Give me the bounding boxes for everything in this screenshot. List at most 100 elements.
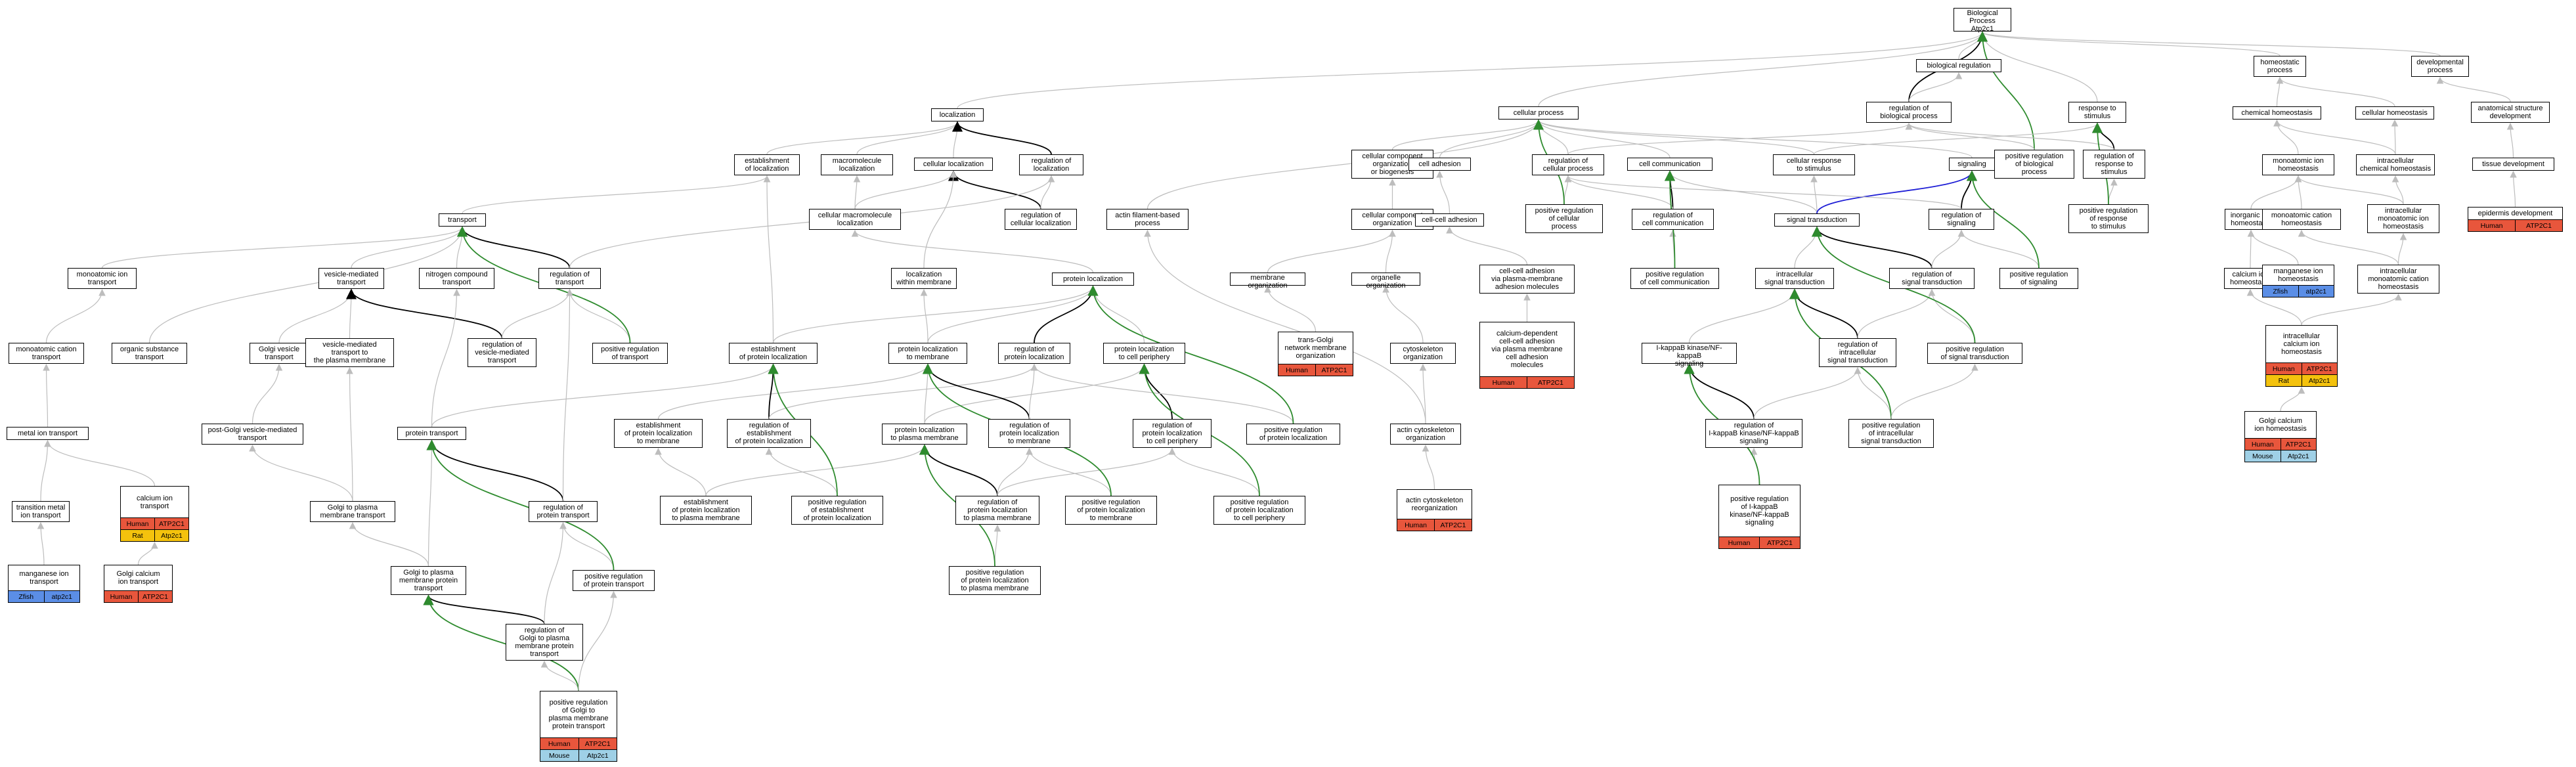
go-term-ccadhpm[interactable]: cell-cell adhesion via plasma-membrane a…: [1479, 265, 1575, 294]
go-term-golgipmprot[interactable]: Golgi to plasma membrane protein transpo…: [391, 566, 466, 595]
go-term-vesic[interactable]: vesicle-mediated transport: [318, 268, 384, 289]
go-term-tgn[interactable]: trans-Golgi network membrane organizatio…: [1278, 332, 1353, 376]
go-term-actinproc[interactable]: actin filament-based process: [1106, 209, 1189, 230]
go-term-reggolgipm[interactable]: regulation of Golgi to plasma membrane p…: [506, 624, 583, 661]
go-term-cellp[interactable]: cellular process: [1498, 106, 1579, 120]
go-term-protloc[interactable]: protein localization: [1052, 273, 1134, 286]
go-term-ikk[interactable]: I-kappaB kinase/NF-kappaB signaling: [1642, 343, 1737, 368]
go-term-cadhpm[interactable]: calcium-dependent cell-cell adhesion via…: [1479, 322, 1575, 389]
go-term-regestprot[interactable]: regulation of establishment of protein l…: [727, 419, 811, 448]
go-term-devp[interactable]: developmental process: [2411, 56, 2469, 77]
go-term-monoionh[interactable]: monoatomic ion homeostasis: [2262, 154, 2334, 175]
go-term-regikk[interactable]: regulation of I-kappaB kinase/NF-kappaB …: [1705, 419, 1802, 448]
go-term-posregcc[interactable]: positive regulation of cell communicatio…: [1630, 268, 1719, 289]
go-term-estprot[interactable]: establishment of protein localization: [729, 343, 818, 364]
go-term-posregintra[interactable]: positive regulation of intracellular sig…: [1848, 419, 1934, 448]
go-term-regprottr[interactable]: regulation of protein transport: [529, 501, 598, 522]
go-term-posregst[interactable]: positive regulation of signal transducti…: [1927, 343, 2022, 364]
go-term-memorg[interactable]: membrane organization: [1230, 273, 1305, 290]
go-term-posregprottr[interactable]: positive regulation of protein transport: [573, 570, 655, 591]
go-term-orgorg[interactable]: organelle organization: [1351, 273, 1420, 290]
go-term-posreggolgipm[interactable]: positive regulation of Golgi to plasma m…: [540, 691, 617, 762]
go-term-regcellloc[interactable]: regulation of cellular localization: [1005, 209, 1077, 230]
go-term-regloc[interactable]: regulation of localization: [1019, 154, 1083, 175]
go-term-chemh[interactable]: chemical homeostasis: [2233, 106, 2321, 120]
go-term-regbp[interactable]: regulation of biological process: [1866, 102, 1952, 123]
go-term-regresp[interactable]: regulation of response to stimulus: [2083, 150, 2145, 179]
go-term-cellresp[interactable]: cellular response to stimulus: [1773, 154, 1855, 175]
go-term-posregprot[interactable]: positive regulation of protein localizat…: [1246, 424, 1340, 445]
go-term-cellh[interactable]: cellular homeostasis: [2355, 106, 2434, 120]
go-term-regptmem[interactable]: regulation of protein localization to me…: [988, 419, 1070, 448]
go-term-regcc[interactable]: regulation of cell communication: [1632, 209, 1714, 230]
go-term-regintra[interactable]: regulation of intracellular signal trans…: [1819, 338, 1896, 367]
go-term-ptmem[interactable]: protein localization to membrane: [888, 343, 967, 364]
go-term-ptpm[interactable]: protein localization to plasma membrane: [882, 424, 967, 445]
go-term-resp[interactable]: response to stimulus: [2068, 102, 2126, 123]
go-term-ccadh[interactable]: cell-cell adhesion: [1415, 213, 1484, 227]
go-term-posregsig[interactable]: positive regulation of signaling: [1999, 268, 2078, 289]
go-term-tissue[interactable]: tissue development: [2472, 158, 2554, 171]
go-term-ccorg2[interactable]: cellular component organization: [1351, 209, 1433, 230]
go-term-monocattr[interactable]: monoatomic cation transport: [9, 343, 84, 364]
go-term-homeo[interactable]: homeostatic process: [2254, 56, 2306, 77]
go-term-posregikk[interactable]: positive regulation of I-kappaB kinase/N…: [1718, 485, 1801, 549]
go-term-ptperi[interactable]: protein localization to cell periphery: [1103, 343, 1185, 364]
go-term-estprotpm[interactable]: establishment of protein localization to…: [660, 496, 752, 525]
go-term-loc[interactable]: localization: [931, 108, 984, 121]
go-term-regves[interactable]: regulation of vesicle-mediated transport: [468, 338, 536, 367]
go-term-monocath[interactable]: monoatomic cation homeostasis: [2262, 209, 2341, 230]
go-term-posregestprot[interactable]: positive regulation of establishment of …: [791, 496, 883, 525]
go-term-bp[interactable]: Biological Process Atp2c1: [1954, 8, 2011, 33]
go-term-posregbp[interactable]: positive regulation of biological proces…: [1994, 150, 2074, 179]
go-term-prottr[interactable]: protein transport: [397, 427, 466, 440]
go-term-intrachemh[interactable]: intracellular chemical homeostasis: [2356, 154, 2435, 175]
go-term-posregcp[interactable]: positive regulation of cellular process: [1525, 204, 1603, 233]
go-term-transport[interactable]: transport: [439, 213, 486, 227]
go-term-vestopm[interactable]: vesicle-mediated transport to the plasma…: [305, 338, 394, 367]
go-term-organic[interactable]: organic substance transport: [112, 343, 187, 364]
go-term-macroloc[interactable]: macromolecule localization: [821, 154, 893, 175]
go-term-nitro[interactable]: nitrogen compound transport: [419, 268, 494, 289]
go-term-breg[interactable]: biological regulation: [1916, 59, 2001, 72]
go-term-celladh[interactable]: cell adhesion: [1408, 158, 1471, 171]
go-term-regptpm[interactable]: regulation of protein localization to pl…: [955, 496, 1039, 525]
go-term-cellloc[interactable]: cellular localization: [914, 158, 993, 171]
go-term-posregptmem[interactable]: positive regulation of protein localizat…: [1065, 496, 1157, 525]
go-term-posregptpm[interactable]: positive regulation of protein localizat…: [949, 566, 1041, 595]
go-term-cmacroloc[interactable]: cellular macromolecule localization: [809, 209, 901, 230]
go-term-regtr[interactable]: regulation of transport: [538, 268, 601, 289]
go-term-intrasig[interactable]: intracellular signal transduction: [1755, 268, 1834, 289]
go-term-ccorg[interactable]: cellular component organization or bioge…: [1351, 150, 1433, 179]
go-term-intramonoh[interactable]: intracellular monoatomic ion homeostasis: [2367, 204, 2439, 233]
go-term-metaltr[interactable]: metal ion transport: [7, 427, 89, 440]
go-term-anat[interactable]: anatomical structure development: [2471, 102, 2550, 123]
go-term-postgolgi[interactable]: post-Golgi vesicle-mediated transport: [202, 424, 303, 445]
go-term-cytorg[interactable]: cytoskeleton organization: [1390, 343, 1456, 364]
go-term-estloc[interactable]: establishment of localization: [734, 154, 800, 175]
go-term-locmem[interactable]: localization within membrane: [891, 268, 957, 289]
go-term-signaling[interactable]: signaling: [1949, 158, 1995, 171]
go-term-posregtr[interactable]: positive regulation of transport: [592, 343, 668, 364]
go-term-actcyt[interactable]: actin cytoskeleton organization: [1390, 424, 1461, 445]
go-term-posregresp[interactable]: positive regulation of response to stimu…: [2068, 204, 2149, 233]
go-term-estprotmem[interactable]: establishment of protein localization to…: [614, 419, 703, 448]
go-term-intramonocath[interactable]: intracellular monoatomic cation homeosta…: [2357, 265, 2439, 294]
go-term-regsig[interactable]: regulation of signaling: [1929, 209, 1994, 230]
go-term-regprot[interactable]: regulation of protein localization: [998, 343, 1070, 364]
go-term-regptperi[interactable]: regulation of protein localization to ce…: [1133, 419, 1212, 448]
go-term-cellcomm[interactable]: cell communication: [1627, 158, 1713, 171]
go-term-regst[interactable]: regulation of signal transduction: [1889, 268, 1975, 289]
go-term-golgipm[interactable]: Golgi to plasma membrane transport: [310, 501, 395, 522]
go-term-monotr[interactable]: monoatomic ion transport: [68, 268, 137, 289]
go-term-posregptperi[interactable]: positive regulation of protein localizat…: [1213, 496, 1305, 525]
go-term-golgives[interactable]: Golgi vesicle transport: [250, 343, 309, 364]
